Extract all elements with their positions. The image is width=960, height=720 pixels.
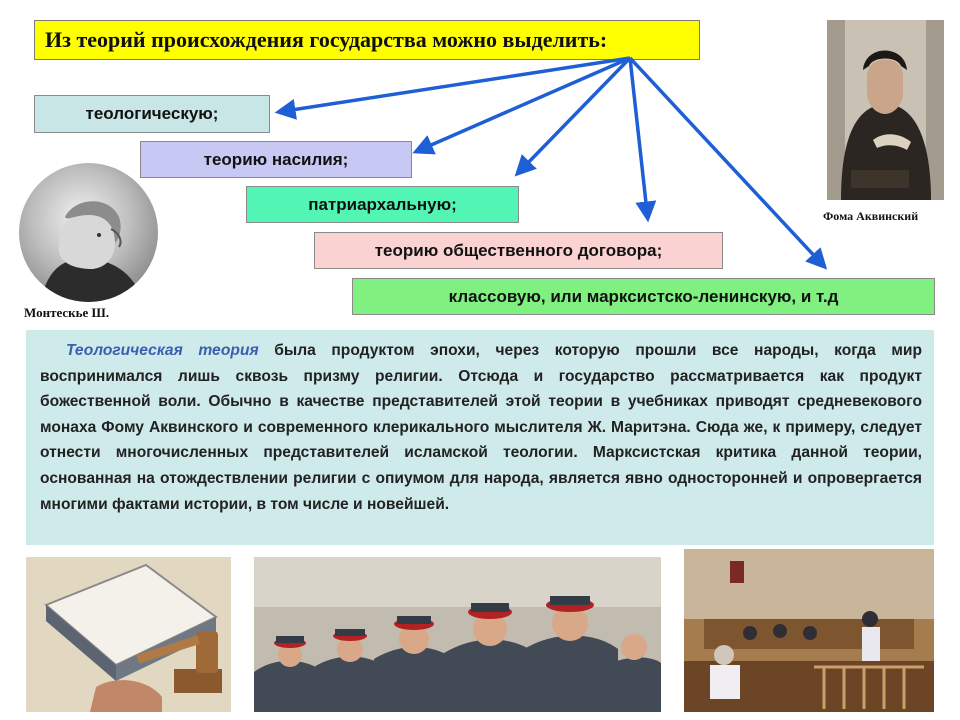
- thomas-aquinas-caption: Фома Аквинский: [823, 209, 919, 223]
- theory-box-theological: теологическую;: [34, 95, 270, 133]
- montesquieu-portrait: [19, 163, 158, 302]
- theological-theory-description: Теологическая теория была продуктом эпох…: [26, 330, 934, 545]
- courtroom-photo: [684, 549, 934, 712]
- slide-title: Из теорий происхождения государства можн…: [34, 20, 700, 60]
- theory-box-patriarchal: патриархальную;: [246, 186, 519, 223]
- police-officers-photo: [254, 557, 661, 712]
- description-body: была продуктом эпохи, через которую прош…: [40, 342, 922, 513]
- arrow-to-social-contract: [628, 57, 657, 223]
- arrow-to-patriarchal: [514, 56, 632, 177]
- theory-box-social-contract: теорию общественного договора;: [314, 232, 723, 269]
- description-lead-term: Теологическая теория: [66, 342, 259, 359]
- montesquieu-caption: Монтескье Ш.: [24, 305, 110, 320]
- theory-box-class: классовую, или марксистско-ленинскую, и …: [352, 278, 935, 315]
- arrow-to-theological: [274, 56, 631, 120]
- case-file-gavel-photo: [26, 557, 231, 712]
- thomas-aquinas-portrait: [827, 20, 944, 200]
- arrow-to-violence: [412, 56, 631, 155]
- theory-box-violence: теорию насилия;: [140, 141, 412, 178]
